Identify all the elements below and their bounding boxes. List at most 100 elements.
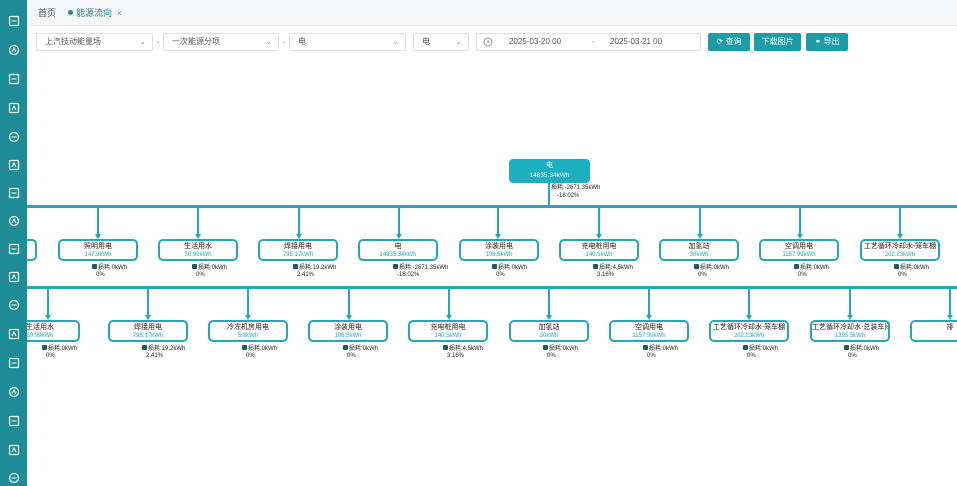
chart-icon[interactable] <box>6 442 21 457</box>
unit-select-value: 电 <box>422 37 430 46</box>
cube-icon[interactable] <box>6 269 21 284</box>
loss-percent: 0% <box>848 353 857 359</box>
arrow-down-icon <box>145 315 151 320</box>
keyboard-icon[interactable] <box>6 71 21 86</box>
flow-node-label: 冷冻机房用电 <box>227 324 269 331</box>
dashboard-icon[interactable] <box>6 213 21 228</box>
download-image-button[interactable]: 下载图片 <box>754 33 801 51</box>
arrow-down-icon <box>446 315 452 320</box>
arrow-down-icon <box>947 315 953 320</box>
connector-line <box>47 289 49 315</box>
loss-label: 损耗:0kWh <box>492 264 527 272</box>
loss-label: 损耗:0kWh <box>694 264 729 272</box>
date-range-picker[interactable]: 2025-03-20 00 - 2025-03-21 00 <box>476 33 701 51</box>
export-button[interactable]: ⚭ 导出 <box>806 33 848 51</box>
flow-node-value: 202.23kWh <box>733 333 765 339</box>
connector-line <box>448 289 450 315</box>
tab-energy-flow[interactable]: 能源流向 × <box>68 6 122 20</box>
search-icon: ⟳ <box>716 37 726 46</box>
loss-percent: 0% <box>496 272 505 278</box>
arrow-down-icon <box>797 234 803 239</box>
arrow-down-icon <box>746 315 752 320</box>
gauge-icon[interactable] <box>6 100 21 115</box>
download-button-label: 下载图片 <box>761 37 794 46</box>
chevron-down-icon: ⌄ <box>265 37 272 46</box>
end-date[interactable]: 2025-03-21 00 <box>610 37 663 46</box>
panel-icon[interactable] <box>6 297 21 312</box>
tab-close-icon[interactable]: × <box>117 9 122 18</box>
loss-marker-icon <box>92 264 97 269</box>
loss-marker-icon <box>743 345 748 350</box>
connector-line <box>197 208 199 234</box>
monitor-icon[interactable] <box>6 13 21 28</box>
trend-icon[interactable] <box>6 185 21 200</box>
flow-node-label: 涂装用电 <box>334 324 362 331</box>
flow-node-label: 电 <box>394 243 402 250</box>
root-node[interactable]: 电 14835.34kWh <box>509 159 590 183</box>
arrow-down-icon <box>847 315 853 320</box>
loss-value: 损耗:0kWh <box>248 346 278 352</box>
loss-marker-icon <box>443 345 448 350</box>
edit-icon[interactable] <box>6 470 21 485</box>
flow-node-label: 充电桩用电 <box>581 243 617 250</box>
tab-energy-flow-label: 能源流向 <box>76 8 113 18</box>
flow-node[interactable]: 工艺循环冷却水-笼车棚 202.23kWh <box>709 320 789 342</box>
flow-node-label: 焊接用电 <box>284 243 312 250</box>
grid-icon[interactable] <box>6 241 21 256</box>
tab-home[interactable]: 首页 <box>38 6 56 20</box>
factory-select[interactable]: 上汽技动能量场⌄ <box>36 33 153 51</box>
desktop-icon[interactable] <box>6 42 21 57</box>
flow-node[interactable]: 排 <box>910 320 957 342</box>
hierarchy-icon[interactable] <box>6 326 21 341</box>
query-button-label: 查询 <box>725 37 742 46</box>
flow-node[interactable] <box>27 239 37 261</box>
start-date[interactable]: 2025-03-20 00 <box>509 37 562 46</box>
history-icon[interactable] <box>6 157 21 172</box>
loss-value: 损耗:-2671.35kWh <box>399 265 449 271</box>
connector-line <box>97 208 99 234</box>
query-button[interactable]: ⟳ 查询 <box>708 33 750 51</box>
display-icon[interactable] <box>6 384 21 399</box>
unit-select[interactable]: 电⌄ <box>413 33 469 51</box>
chevron-down-icon: ⌄ <box>392 37 399 46</box>
energy-select[interactable]: 电⌄ <box>289 33 406 51</box>
arrow-down-icon <box>596 234 602 239</box>
loss-percent: 0% <box>698 272 707 278</box>
archive-icon[interactable] <box>6 413 21 428</box>
root-loss-value: 损耗:-2671.35kWh <box>551 185 601 191</box>
tab-bar: 首页 能源流向 × <box>27 0 957 26</box>
energy-flow-tree[interactable]: 电 14835.34kWh 损耗:-2671.35kWh -18.02% 照明用… <box>27 58 957 486</box>
server-icon[interactable] <box>6 355 21 370</box>
loss-marker-icon <box>593 264 598 269</box>
loss-percent: 0% <box>46 353 55 359</box>
loss-marker-icon <box>694 264 699 269</box>
connector-line <box>799 208 801 234</box>
loss-percent: 0% <box>196 272 205 278</box>
loss-label: 损耗:0kWh <box>894 264 929 272</box>
bar-chart-icon[interactable] <box>6 129 21 144</box>
loss-label: 损耗:0kWh <box>844 345 879 353</box>
loss-percent: 0% <box>347 353 356 359</box>
flow-node-label: 工艺循环冷却水-笼车棚 <box>712 324 786 331</box>
loss-percent: 2.41% <box>146 353 164 359</box>
category-select[interactable]: 一次能源分项⌄ <box>163 33 279 51</box>
loss-value: 损耗:0kWh <box>749 346 779 352</box>
loss-percent: 0% <box>246 353 255 359</box>
